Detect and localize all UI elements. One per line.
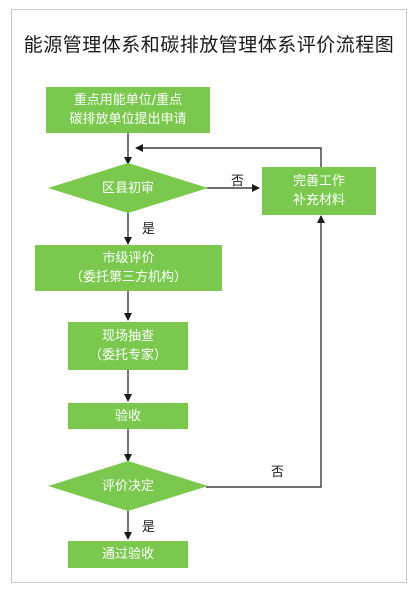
district-review-node: 区县初审 — [78, 178, 178, 198]
improve-node: 完善工作 补充材料 — [262, 167, 376, 215]
district-review-diamond — [48, 163, 208, 213]
review-yes-label: 是 — [142, 222, 156, 237]
city-eval-text: 市级评价 （委托第三方机构） — [69, 251, 187, 285]
district-review-text: 区县初审 — [101, 180, 154, 196]
arrow-decision-no — [206, 215, 325, 488]
acceptance-text: 验收 — [114, 408, 141, 424]
decision-no-label: 否 — [271, 465, 285, 480]
decision-yes-label: 是 — [142, 520, 156, 535]
decision-node: 评价决定 — [78, 476, 178, 496]
improve-node-text: 完善工作 补充材料 — [292, 174, 345, 208]
pass-node: 通过验收 — [68, 541, 188, 568]
decision-text: 评价决定 — [101, 478, 154, 494]
pass-text: 通过验收 — [101, 547, 154, 562]
acceptance-node: 验收 — [68, 403, 188, 429]
apply-node-text: 重点用能单位/重点 碳排放单位提出申请 — [69, 93, 187, 127]
decision-diamond — [48, 461, 208, 511]
city-eval-node: 市级评价 （委托第三方机构） — [35, 245, 222, 291]
arrow-improve-return — [135, 144, 322, 167]
onsite-node: 现场抽查 （委托专家） — [68, 322, 188, 370]
review-no-label: 否 — [231, 174, 245, 189]
page-title: 能源管理体系和碳排放管理体系评价流程图 — [23, 34, 395, 56]
onsite-text: 现场抽查 （委托专家） — [88, 329, 167, 363]
apply-node: 重点用能单位/重点 碳排放单位提出申请 — [46, 87, 210, 133]
